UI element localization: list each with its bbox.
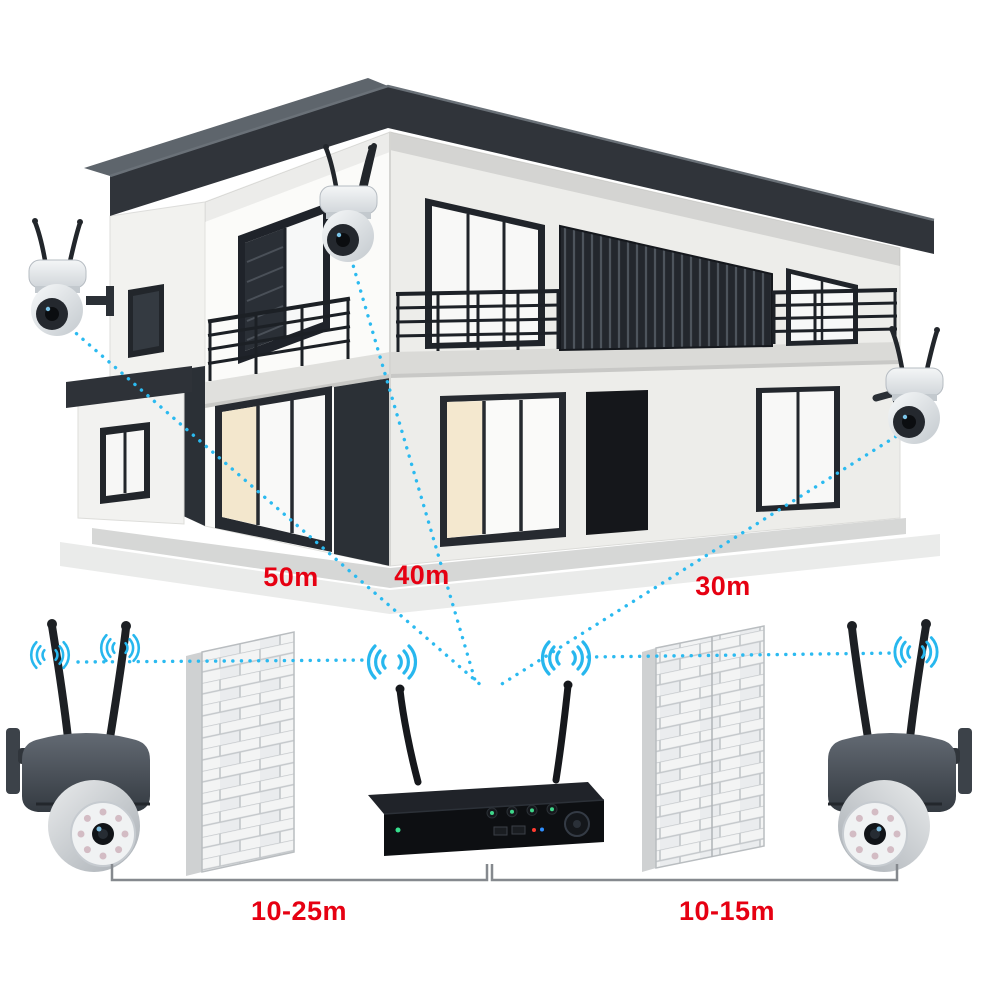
signal-line-right-span [586, 651, 898, 659]
brick-wall-left [186, 631, 295, 876]
ptz-camera-left-mount [86, 286, 114, 316]
nvr-buttons [486, 803, 558, 819]
front-balcony-railing [207, 296, 351, 381]
brick-wall-right [642, 625, 765, 872]
right-glass-doors-2 [756, 386, 840, 512]
right-balcony-railing-1 [395, 289, 561, 352]
wifi-signal-icon [366, 644, 418, 680]
front-glass-doors [215, 386, 332, 552]
ptz-camera-right [886, 326, 943, 444]
roof [84, 78, 935, 254]
front-upper-window [238, 202, 330, 364]
louver-panel [559, 224, 773, 352]
wifi-signal-icon [29, 640, 71, 670]
floor-slab [205, 342, 900, 408]
house [60, 78, 940, 614]
nvr-status-led [395, 827, 401, 833]
distance-bracket-right [490, 864, 899, 882]
signal-line-50m [68, 326, 485, 689]
wifi-signal-icon [893, 636, 939, 668]
left-end-window [128, 284, 164, 358]
distance-label-40m: 40m [394, 560, 450, 590]
distance-label-10-25m: 10-25m [250, 896, 348, 926]
ptz-camera-ground-right [828, 619, 972, 872]
nvr-ports [493, 825, 544, 836]
distance-bracket-left [110, 864, 489, 882]
left-wing [66, 366, 192, 525]
wifi-signal-icon [540, 640, 592, 676]
ptz-camera-left [29, 218, 86, 336]
dark-doorway [586, 390, 648, 535]
dark-pier-corner [334, 378, 390, 566]
distance-label-30m: 30m [695, 571, 751, 601]
distance-brackets [110, 864, 899, 882]
distance-label-10-15m: 10-15m [678, 896, 776, 926]
nvr-antenna-left [395, 684, 422, 786]
signal-line-left-span [76, 658, 372, 664]
patio [60, 518, 940, 614]
signal-lines [68, 256, 905, 689]
right-upper-window-a [425, 198, 545, 349]
right-glass-doors [440, 392, 566, 547]
signal-line-40m [349, 256, 479, 689]
signal-lines-horizontal [76, 651, 898, 664]
signal-line-30m [495, 430, 905, 689]
nvr-antenna-right [552, 680, 573, 784]
distance-label-50m: 50m [263, 562, 319, 592]
nvr-top [368, 782, 604, 814]
nvr-recorder [368, 680, 605, 856]
